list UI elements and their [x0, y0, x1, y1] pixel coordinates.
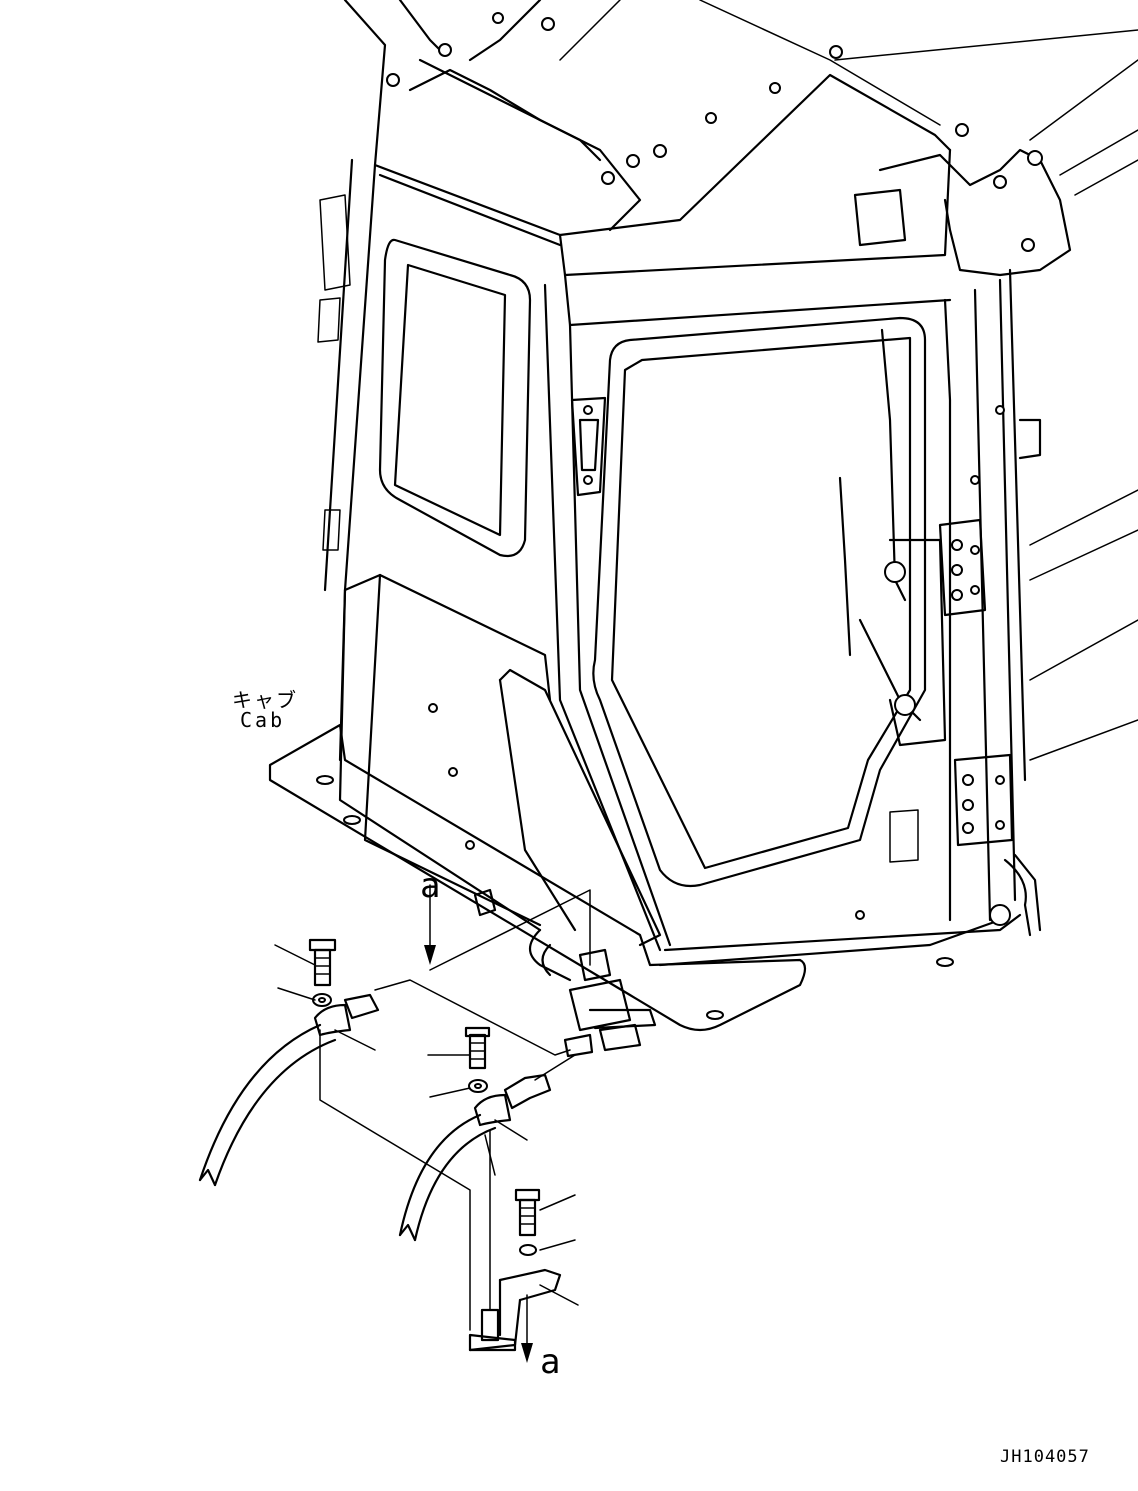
arrow-a-bottom: [521, 1343, 533, 1363]
cab-body: [317, 158, 1138, 952]
cab-label-english: Cab: [240, 708, 286, 732]
cab-label-japanese: キャブ: [232, 688, 298, 712]
view-label-a-top: a: [420, 866, 441, 906]
view-frame-lines: [319, 884, 591, 1331]
clamp-group-1: [198, 938, 380, 1187]
base-valve-fittings: [528, 853, 1042, 1058]
cab-roof: [343, 0, 1138, 327]
view-label-a-bottom: a: [540, 1342, 561, 1382]
cab-floor-plate: [268, 723, 1022, 1032]
drawing-code: JH104057: [1000, 1447, 1090, 1467]
arrow-a-top: [424, 945, 436, 965]
clamp-group-2: [398, 1026, 552, 1242]
bracket-group: [468, 1188, 579, 1352]
